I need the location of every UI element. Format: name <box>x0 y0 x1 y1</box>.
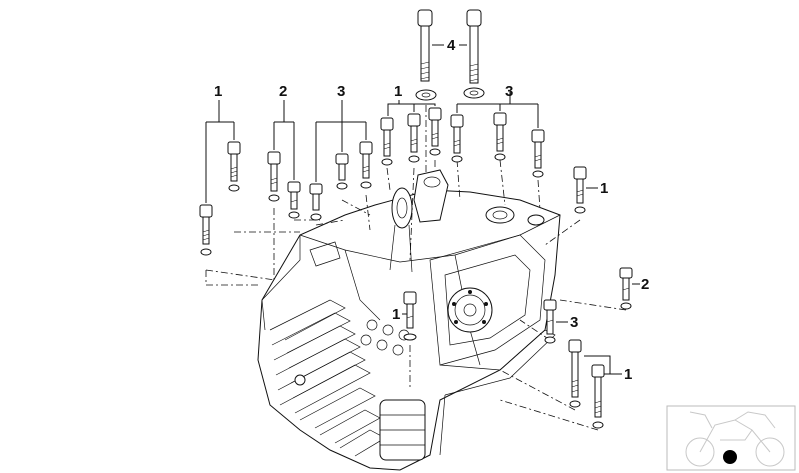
bolt <box>428 107 442 156</box>
bolt <box>591 364 605 429</box>
callout-top-left-1: 1 <box>214 83 222 100</box>
bolt-group-top-3 <box>450 112 545 178</box>
callout-labels: 1 2 3 1 3 4 1 2 3 1 1 <box>214 37 649 383</box>
callout-center-1: 1 <box>392 306 400 323</box>
bolt-group-top-1 <box>380 107 442 166</box>
cooling-fins <box>269 299 386 457</box>
bolt <box>287 181 301 219</box>
callout-top-mid-1: 1 <box>394 83 402 100</box>
callout-leaders <box>205 44 640 375</box>
bolt-group-left-3 <box>309 141 373 221</box>
bolt <box>199 204 213 256</box>
engine-block <box>257 169 561 471</box>
long-bolt <box>466 9 482 84</box>
callout-right-2: 2 <box>641 276 649 293</box>
bolt <box>227 141 241 192</box>
bolt-right-3 <box>543 299 557 344</box>
bolt <box>531 129 545 178</box>
locator-marker <box>723 450 737 464</box>
bolt <box>359 141 373 189</box>
bolt-center-1 <box>403 291 417 341</box>
bolt-group-bottom-right-1 <box>568 339 605 429</box>
long-bolt <box>417 9 433 82</box>
bolt <box>450 114 464 163</box>
assembly-lines <box>205 105 627 431</box>
bolt-group-left-1 <box>199 141 241 256</box>
bolt-group-left-2 <box>267 151 301 219</box>
motorcycle-locator-icon <box>666 405 796 471</box>
callout-bottom-right-1: 1 <box>624 366 632 383</box>
bolt <box>493 112 507 161</box>
bolt <box>335 153 349 190</box>
bolt-right-1 <box>573 166 587 214</box>
callout-top-left-3: 3 <box>337 83 345 100</box>
bolt-group-4 <box>415 9 485 101</box>
callout-right-1: 1 <box>600 180 608 197</box>
bolt <box>309 183 323 221</box>
callout-top-right-3: 3 <box>505 83 513 100</box>
bolt-right-2 <box>619 267 633 310</box>
bolt <box>568 339 582 408</box>
callout-top-left-2: 2 <box>279 83 287 100</box>
bolt <box>267 151 281 202</box>
callout-right-3: 3 <box>570 314 578 331</box>
callout-4: 4 <box>447 37 456 54</box>
bolt <box>380 117 394 166</box>
bolt <box>407 113 421 163</box>
